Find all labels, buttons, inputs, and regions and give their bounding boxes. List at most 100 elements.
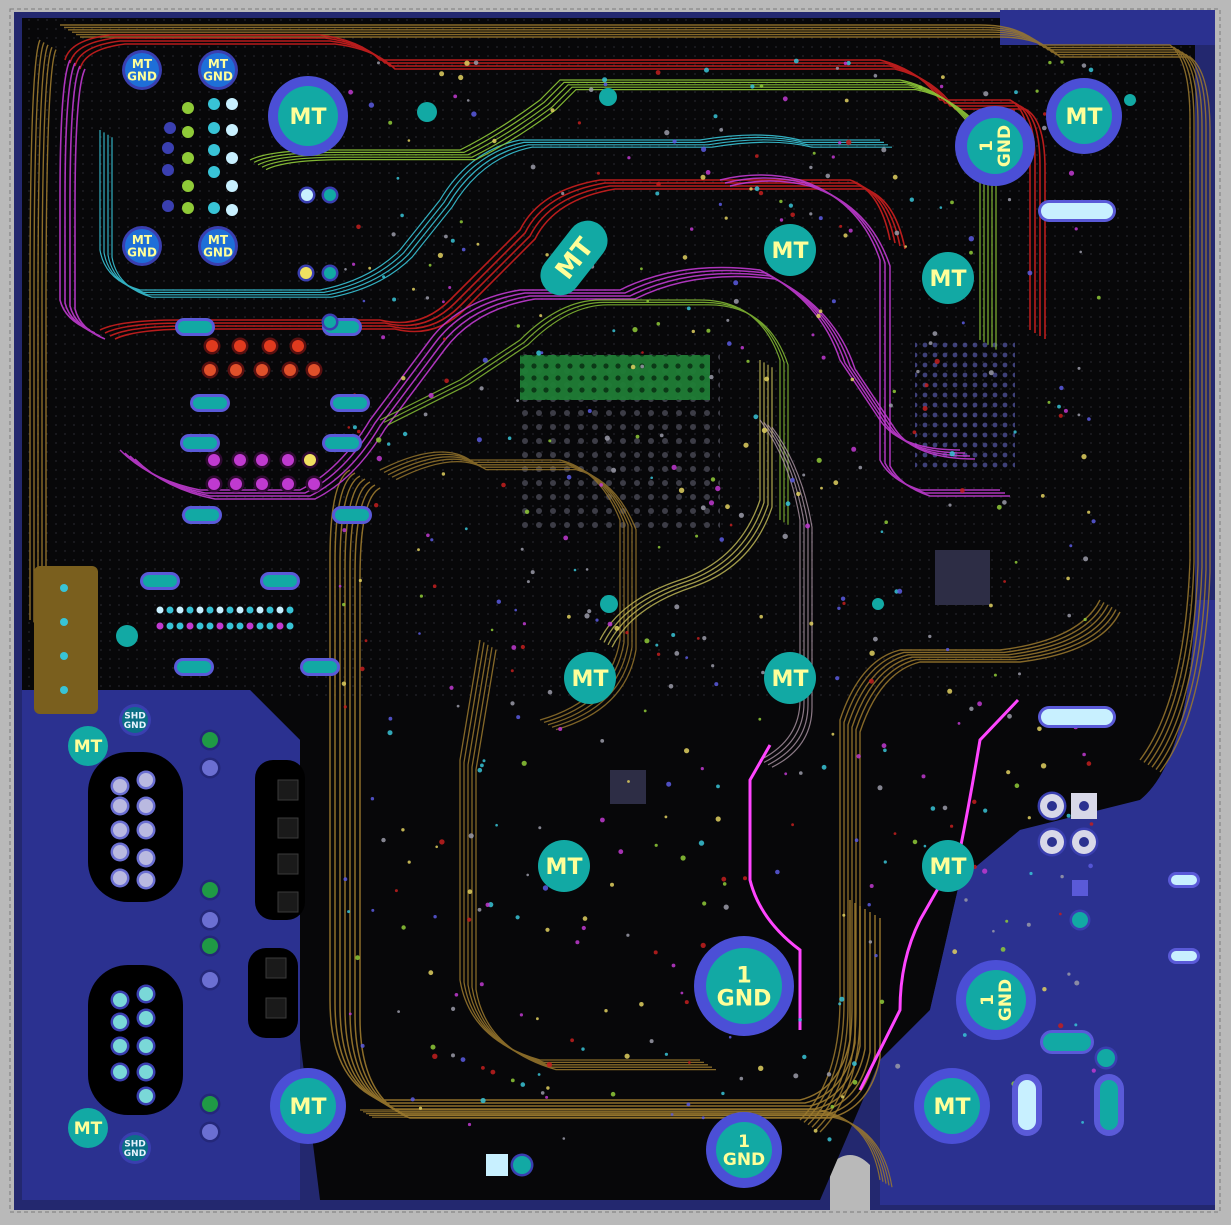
pad-small <box>1097 1049 1115 1067</box>
via <box>946 647 950 652</box>
via <box>1067 972 1071 976</box>
edge-connector <box>34 566 98 714</box>
via <box>671 963 676 968</box>
via <box>407 139 411 142</box>
header-pin-magenta <box>208 454 220 466</box>
via <box>831 732 835 736</box>
ground-hole-label: MT <box>132 57 153 71</box>
db9-pin <box>113 1039 127 1053</box>
rj45-pin <box>182 126 194 138</box>
via <box>655 70 661 75</box>
via <box>536 350 542 356</box>
via <box>1074 1023 1078 1027</box>
via <box>1081 454 1087 460</box>
oval-pad <box>193 397 227 409</box>
via <box>948 503 952 507</box>
via <box>1058 1023 1064 1029</box>
via <box>618 849 624 855</box>
via <box>868 940 873 944</box>
via <box>916 369 920 374</box>
mounting-hole-mt-top-right: MT <box>1046 78 1122 154</box>
trace-bundle-magenta-left <box>59 59 106 340</box>
terminal-pad <box>202 972 218 988</box>
fine-header-pin <box>246 622 254 630</box>
oval-pad <box>325 437 359 449</box>
via <box>401 376 406 381</box>
via <box>585 568 589 571</box>
via <box>360 1043 365 1048</box>
rj45-pin <box>162 200 174 212</box>
via <box>993 673 997 677</box>
via <box>858 465 863 470</box>
via <box>758 190 764 196</box>
via <box>686 1102 691 1107</box>
via <box>388 716 393 721</box>
via <box>439 839 445 845</box>
via <box>466 99 470 102</box>
ground-hole-label: GND <box>127 246 157 260</box>
rj45-pin <box>208 166 220 178</box>
gnd-plane-top-right <box>1000 10 1215 45</box>
via <box>700 942 706 949</box>
via <box>418 1106 423 1110</box>
fine-header-pin <box>246 606 254 614</box>
via <box>802 1054 807 1060</box>
via <box>930 806 936 811</box>
via <box>690 227 694 231</box>
via <box>537 1073 541 1076</box>
via <box>713 114 718 119</box>
trace-bundle-magenta-center <box>119 266 976 500</box>
via <box>716 784 720 789</box>
via <box>702 901 707 906</box>
rj45-pin <box>226 98 238 110</box>
via <box>522 622 527 626</box>
via <box>428 970 434 976</box>
via <box>1059 385 1064 391</box>
via <box>1088 67 1094 73</box>
via <box>701 146 707 152</box>
oval-pad <box>263 575 297 587</box>
via <box>749 187 753 191</box>
via <box>719 127 724 132</box>
via <box>382 275 386 279</box>
via <box>793 1073 799 1079</box>
via <box>439 71 445 77</box>
via <box>510 701 515 706</box>
via <box>725 504 730 510</box>
trace-bundle-green-top <box>249 79 997 350</box>
via <box>490 1069 496 1075</box>
via <box>759 84 764 88</box>
header-pin-magenta <box>282 478 294 490</box>
via <box>1042 987 1047 992</box>
ground-hole-label: GND <box>203 70 233 84</box>
via <box>682 255 688 260</box>
via <box>1018 672 1021 676</box>
via <box>347 426 351 429</box>
via <box>603 82 608 87</box>
via <box>610 1091 616 1097</box>
via <box>1077 413 1081 417</box>
via <box>961 321 965 325</box>
terminal-screw <box>265 997 287 1019</box>
pad-small <box>1072 912 1088 928</box>
rj45-pin <box>164 122 176 134</box>
via <box>982 868 988 874</box>
pad-small <box>301 189 313 201</box>
test-pad <box>872 598 884 610</box>
via <box>360 666 365 672</box>
via <box>729 523 733 527</box>
via <box>458 74 464 81</box>
via <box>341 681 347 686</box>
via <box>928 341 933 345</box>
ground-hole-label: MT <box>132 233 153 247</box>
via <box>851 446 857 452</box>
via <box>873 636 878 642</box>
via <box>883 748 887 753</box>
via <box>640 267 643 271</box>
usb-slot-bottom <box>1041 709 1113 725</box>
hole-label: MT <box>290 105 327 130</box>
via <box>561 191 565 196</box>
via <box>612 329 616 333</box>
